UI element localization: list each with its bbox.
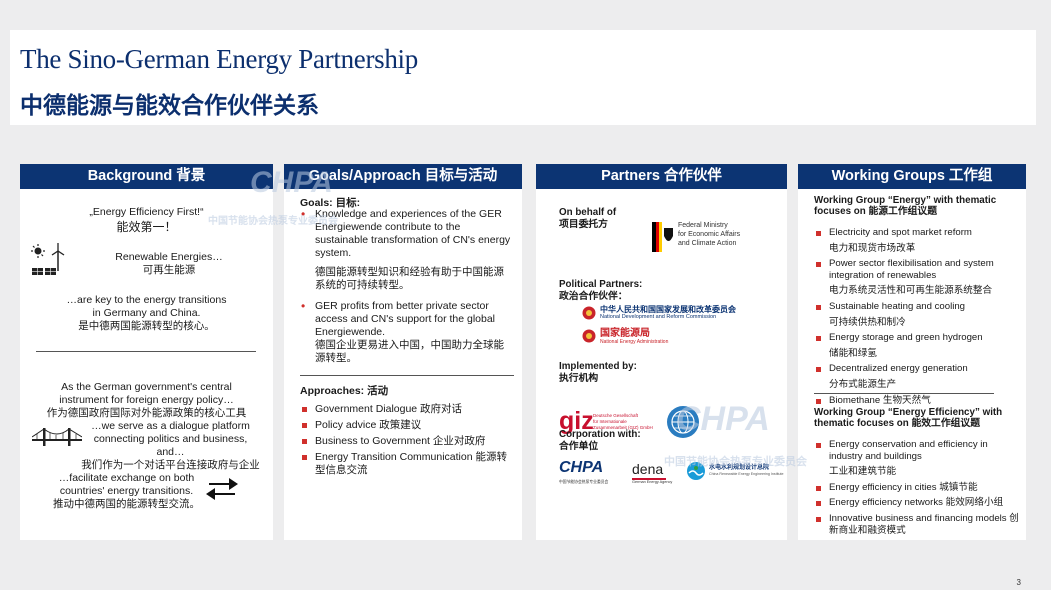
dena-logo: dena German Energy Agency <box>632 461 673 484</box>
efficiency-quote: „Energy Efficiency First!“ 能效第一！ <box>20 206 273 234</box>
list-item: Energy efficiency networks 能效网络小组 <box>814 497 1020 509</box>
chpa-logo: CHPA 中国节能协会热泵专业委员会 <box>559 459 609 484</box>
wg-energy-title: Working Group “Energy” with thematic foc… <box>814 195 997 217</box>
federal-eagle-icon <box>652 222 673 252</box>
title-card: The Sino-German Energy Partnership 中德能源与… <box>10 30 1036 125</box>
implemented-by-label: Implemented by: 执行机构 <box>559 361 637 384</box>
approaches-list: Government Dialogue 政府对话 Policy advice 政… <box>300 403 514 480</box>
list-item: Energy Transition Communication 能源转型信息交流 <box>300 451 514 477</box>
bmwk-logo: Federal Ministry for Economic Affairs an… <box>652 219 752 259</box>
bullet-icon: • <box>301 207 306 221</box>
goals-list: • Knowledge and experiences of the GER E… <box>300 208 514 373</box>
government-text: As the German government's central instr… <box>46 381 260 510</box>
dena-underline <box>632 478 666 480</box>
wg-efficiency-list: Energy conservation and efficiency in in… <box>814 439 1020 540</box>
renewables-text: Renewable Energies… 可再生能源 <box>115 251 223 276</box>
key-transition-text: …are key to the energy transitions in Ge… <box>66 294 227 332</box>
background-header: Background 背景 <box>20 164 273 189</box>
divider <box>814 393 994 394</box>
quote-cn: 能效第一！ <box>116 220 177 234</box>
background-body: „Energy Efficiency First!“ 能效第一！ Renewab… <box>20 189 273 540</box>
bullet-icon <box>816 262 821 268</box>
corporation-with-label: Corporation with: 合作单位 <box>559 429 641 452</box>
partners-column: Partners 合作伙伴 On behalf of 项目委托方 Federal… <box>536 164 787 540</box>
bullet-icon <box>816 516 821 522</box>
page-title: The Sino-German Energy Partnership <box>20 44 418 74</box>
bullet-icon: • <box>301 299 306 313</box>
partners-header: Partners 合作伙伴 <box>536 164 787 189</box>
approaches-label: Approaches: 活动 <box>300 385 389 397</box>
bridge-icon <box>32 428 82 446</box>
giz-logo: giz Deutsche Gesellschaft für Internatio… <box>559 407 653 435</box>
page-number: 3 <box>1016 578 1021 587</box>
bullet-icon <box>816 231 821 236</box>
list-item: Government Dialogue 政府对话 <box>300 403 514 416</box>
list-item: Power sector flexibilisation and system … <box>814 258 1020 297</box>
bullet-icon <box>816 501 821 507</box>
on-behalf-label: On behalf of 项目委托方 <box>559 207 617 230</box>
bullet-icon <box>302 407 307 412</box>
partners-body: On behalf of 项目委托方 Federal Ministry for … <box>536 189 787 540</box>
working-groups-header: Working Groups 工作组 <box>798 164 1026 189</box>
political-partners-label: Political Partners: 政治合作伙伴： <box>559 279 643 302</box>
goals-header: Goals/Approach 目标与活动 <box>284 164 522 189</box>
working-groups-body: Working Group “Energy” with thematic foc… <box>798 189 1026 540</box>
goals-label: Goals: 目标: <box>300 197 361 209</box>
bullet-icon <box>816 367 821 373</box>
goals-body: Goals: 目标: • Knowledge and experiences o… <box>284 189 522 540</box>
list-item: Energy conservation and efficiency in in… <box>814 439 1020 478</box>
bullet-icon <box>816 398 821 404</box>
bullet-icon <box>302 423 307 428</box>
quote-en: „Energy Efficiency First!“ <box>89 206 204 218</box>
bullet-icon <box>302 439 307 444</box>
emblem-icon <box>582 306 596 320</box>
divider <box>36 351 256 352</box>
list-item: • Knowledge and experiences of the GER E… <box>301 207 511 292</box>
list-item: Energy efficiency in cities 城镇节能 <box>814 482 1020 494</box>
bullet-icon <box>816 485 821 491</box>
list-item: Biomethane 生物天然气 <box>814 395 1020 407</box>
goals-column: Goals/Approach 目标与活动 Goals: 目标: • Knowle… <box>284 164 522 540</box>
water-emblem-icon <box>687 462 705 480</box>
bullet-icon <box>816 304 821 310</box>
page-subtitle-cn: 中德能源与能效合作伙伴关系 <box>20 93 319 119</box>
wg-efficiency-title: Working Group “Energy Efficiency” with t… <box>814 407 1003 429</box>
divider <box>300 375 514 376</box>
creei-logo: 水电水利规划设计总院 China Renewable Energy Engine… <box>686 461 784 483</box>
bullet-icon <box>816 443 821 448</box>
globe-emblem-icon <box>667 406 699 438</box>
background-column: Background 背景 „Energy Efficiency First!“… <box>20 164 273 540</box>
list-item: Innovative business and financing models… <box>814 513 1020 536</box>
working-groups-column: Working Groups 工作组 Working Group “Energy… <box>798 164 1026 540</box>
bullet-icon <box>816 336 821 342</box>
exchange-arrows-icon <box>206 478 238 500</box>
list-item: Policy advice 政策建议 <box>300 419 514 432</box>
solar-wind-icon <box>31 243 65 275</box>
emblem-icon <box>582 329 596 343</box>
bullet-icon <box>302 455 307 460</box>
list-item: Business to Government 企业对政府 <box>300 435 514 448</box>
list-item: • GER profits from better private sector… <box>301 299 504 365</box>
